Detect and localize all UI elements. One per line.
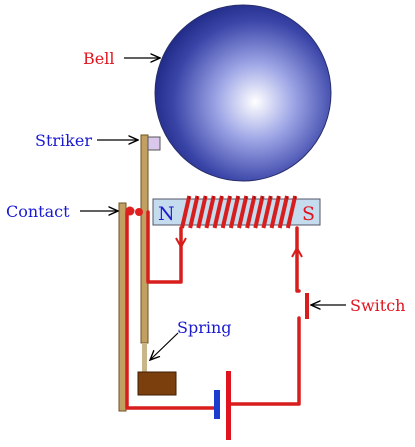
wire-switch-to-battery bbox=[227, 316, 301, 406]
bell-dome bbox=[154, 4, 332, 182]
coil-turn bbox=[220, 195, 232, 229]
coil-turn bbox=[237, 195, 249, 229]
coil-turn bbox=[212, 195, 224, 229]
coil-turn bbox=[285, 195, 298, 229]
coil bbox=[180, 195, 298, 229]
contact-post bbox=[118, 202, 127, 412]
south-pole-label: S bbox=[302, 203, 315, 225]
coil-turn bbox=[261, 195, 273, 229]
contact-label: Contact bbox=[6, 202, 70, 221]
bell-label: Bell bbox=[83, 49, 114, 68]
coil-turn bbox=[204, 195, 216, 229]
wire-striker-to-coil bbox=[146, 210, 183, 284]
coil-turn bbox=[245, 195, 257, 229]
spring-arrow bbox=[150, 332, 179, 360]
north-pole-label: N bbox=[158, 203, 175, 225]
coil-turn bbox=[277, 195, 289, 229]
contact-point bbox=[125, 206, 135, 216]
striker-contact bbox=[135, 208, 143, 216]
label-arrows bbox=[80, 58, 346, 360]
coil-turn bbox=[253, 195, 265, 229]
wire-contact-to-battery bbox=[125, 210, 217, 410]
striker-head bbox=[147, 136, 161, 151]
coil-turn bbox=[269, 195, 281, 229]
switch-contact bbox=[305, 293, 309, 319]
current-arrow-down bbox=[175, 237, 187, 250]
spring-weight bbox=[137, 371, 177, 396]
spring-label: Spring bbox=[177, 318, 232, 337]
striker-label: Striker bbox=[35, 131, 92, 150]
wiring bbox=[125, 210, 301, 410]
current-arrow-up bbox=[291, 245, 303, 258]
coil-turn bbox=[228, 195, 241, 229]
spring bbox=[142, 343, 147, 373]
battery-positive-plate bbox=[226, 371, 231, 440]
wire-coil-to-switch bbox=[295, 226, 301, 293]
coil-turn bbox=[188, 195, 200, 229]
coil-turn bbox=[196, 195, 208, 229]
switch-label: Switch bbox=[350, 296, 405, 315]
battery-negative-plate bbox=[214, 390, 220, 419]
coil-turn bbox=[180, 195, 192, 229]
